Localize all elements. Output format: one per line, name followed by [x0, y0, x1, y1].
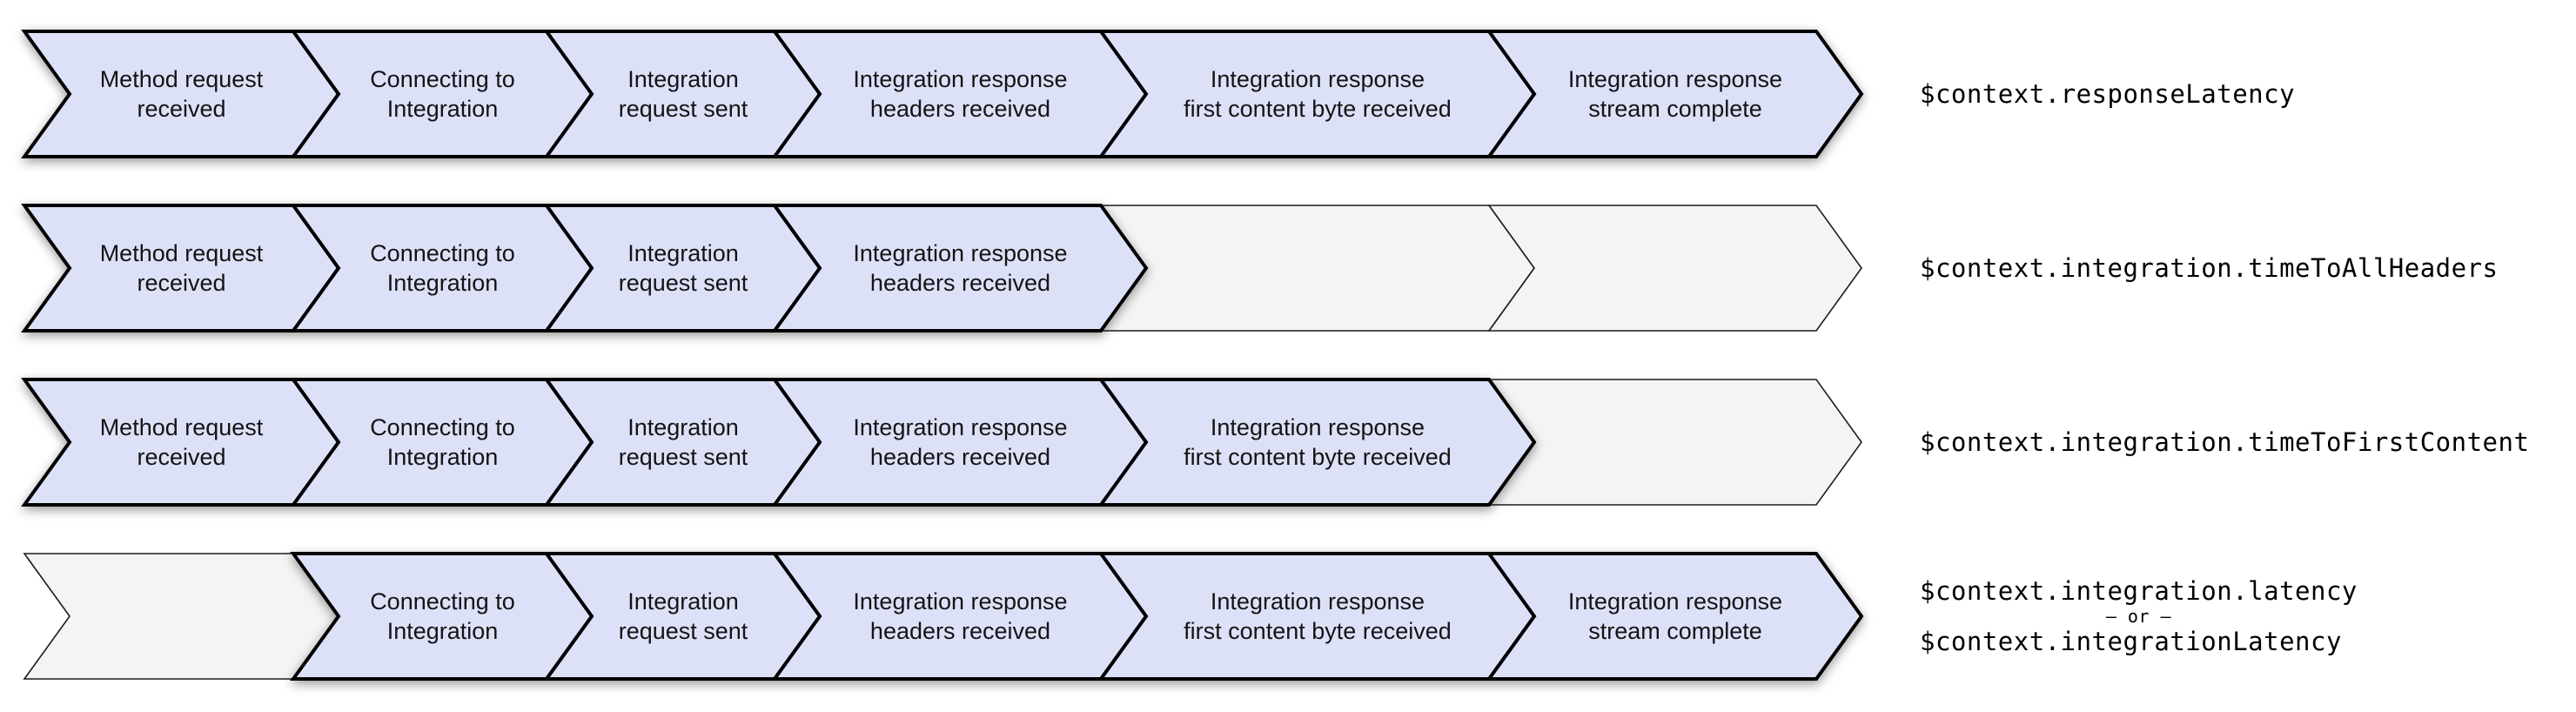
chevron-segment-response-latency-stage-1 [21, 30, 341, 158]
chevron-segment-time-to-all-headers-stage-6 [1487, 205, 1862, 332]
empty-segments-group [23, 553, 339, 680]
filled-segments-group [21, 30, 1864, 158]
context-variable-label-time-to-all-headers: $context.integration.timeToAllHeaders [1920, 205, 2499, 331]
context-variable-text: $context.integration.timeToAllHeaders [1920, 252, 2499, 283]
chevron-segment-time-to-all-headers-stage-5 [1099, 205, 1535, 332]
context-variable-text: $context.integration.latency [1920, 575, 2358, 606]
or-separator-text: – or – [2105, 605, 2172, 627]
filled-segments-group [290, 552, 1864, 681]
chevron-segment-time-to-first-content-stage-5 [1097, 378, 1537, 507]
chevron-segment-time-to-first-content-stage-1 [21, 378, 341, 507]
chevron-segment-integration-latency-stage-2 [290, 552, 594, 681]
chevron-segment-integration-latency-stage-5 [1097, 552, 1537, 681]
chevron-segment-response-latency-stage-5 [1097, 30, 1537, 158]
filled-segments-group [21, 378, 1537, 507]
chevron-segment-time-to-first-content-stage-4 [771, 378, 1149, 507]
chevron-segment-integration-latency-stage-1 [23, 553, 339, 680]
chevron-segment-integration-latency-stage-4 [771, 552, 1149, 681]
chevron-row-response-latency [21, 30, 1864, 158]
chevron-segment-response-latency-stage-4 [771, 30, 1149, 158]
chevron-segment-time-to-all-headers-stage-2 [290, 204, 594, 332]
chevron-segment-time-to-all-headers-stage-4 [771, 204, 1149, 332]
context-variable-text: $context.integration.timeToFirstContent [1920, 427, 2530, 457]
context-variable-label-response-latency: $context.responseLatency [1920, 31, 2295, 157]
chevron-segment-time-to-first-content-stage-6 [1487, 379, 1862, 506]
context-variable-text: $context.integrationLatency [1920, 626, 2342, 656]
context-variable-label-integration-latency: $context.integration.latency– or –$conte… [1920, 554, 2358, 679]
chevron-row-integration-latency [23, 552, 1864, 681]
chevron-segment-time-to-first-content-stage-2 [290, 378, 594, 507]
context-variable-label-time-to-first-content: $context.integration.timeToFirstContent [1920, 380, 2529, 505]
chevron-row-time-to-first-content [21, 378, 1862, 507]
empty-segments-group [1099, 205, 1862, 332]
chevron-segment-integration-latency-stage-6 [1486, 552, 1864, 681]
filled-segments-group [21, 204, 1149, 332]
chevron-segment-time-to-all-headers-stage-1 [21, 204, 341, 332]
context-variable-text: $context.responseLatency [1920, 78, 2296, 109]
empty-segments-group [1487, 379, 1862, 506]
chevron-segment-response-latency-stage-6 [1486, 30, 1864, 158]
chevron-row-time-to-all-headers [21, 204, 1862, 332]
chevron-segment-response-latency-stage-2 [290, 30, 594, 158]
